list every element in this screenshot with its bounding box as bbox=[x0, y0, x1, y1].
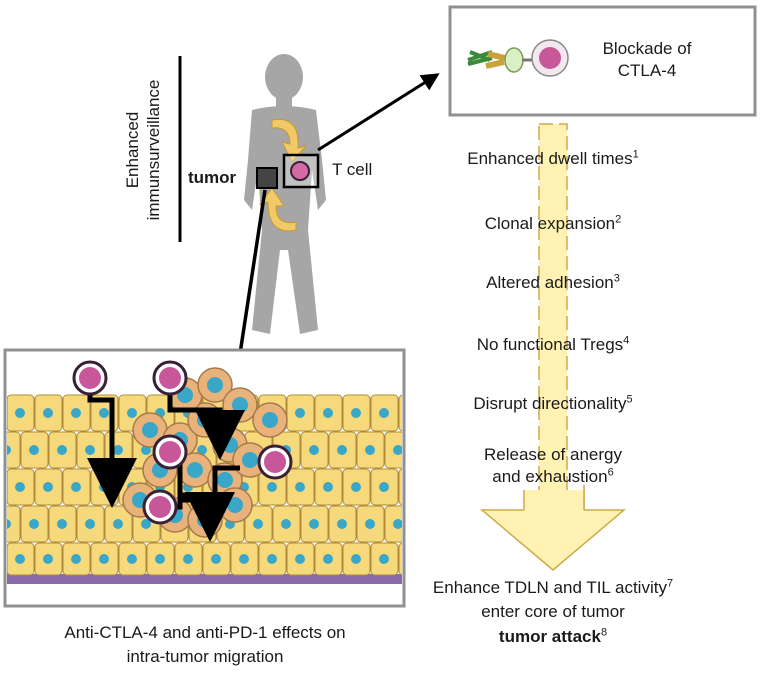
effects-arrow bbox=[479, 123, 627, 571]
tissue-caption: Anti-CTLA-4 and anti-PD-1 effects on int… bbox=[0, 621, 410, 669]
outcome-line1-ref: 7 bbox=[666, 577, 674, 590]
effect-ref: 6 bbox=[607, 466, 614, 479]
effect-item: Release of anergy bbox=[403, 445, 703, 465]
outcome-line1: Enhance TDLN and TIL activity7 bbox=[383, 578, 723, 598]
effect-item: Enhanced dwell times1 bbox=[403, 149, 703, 169]
vertical-label: Enhanced immunsurveillance bbox=[122, 55, 164, 245]
blockade-title: Blockade of CTLA-4 bbox=[572, 38, 722, 82]
outcome-line1-text: Enhance TDLN and TIL activity bbox=[432, 578, 667, 597]
effect-text: Clonal expansion bbox=[484, 214, 616, 233]
tcell-label: T cell bbox=[332, 160, 373, 179]
effect-text: Altered adhesion bbox=[486, 273, 614, 292]
tumor-marker bbox=[256, 167, 278, 189]
vertical-label-line1: Enhanced bbox=[123, 111, 142, 189]
tissue-illustration bbox=[7, 360, 402, 584]
effect-ref: 5 bbox=[626, 393, 633, 406]
vertical-label-line2: immunsurveillance bbox=[144, 79, 163, 221]
blockade-line1: Blockade of bbox=[602, 39, 692, 58]
tissue-caption-line1: Anti-CTLA-4 and anti-PD-1 effects on bbox=[64, 623, 346, 642]
outcome-line3: tumor attack8 bbox=[383, 627, 723, 647]
outcome-line3-ref: 8 bbox=[600, 626, 608, 639]
effect-item: Disrupt directionality5 bbox=[403, 394, 703, 414]
effect-ref: 1 bbox=[632, 148, 639, 161]
effect-item: No functional Tregs4 bbox=[403, 335, 703, 355]
effect-text: and exhaustion bbox=[492, 467, 608, 486]
arrow-to-tissue bbox=[227, 189, 267, 391]
blockade-line2: CTLA-4 bbox=[617, 61, 677, 80]
effect-item: Altered adhesion3 bbox=[403, 273, 703, 293]
circulation-arrows bbox=[258, 118, 308, 232]
effect-ref: 3 bbox=[613, 272, 620, 285]
effect-item: and exhaustion6 bbox=[403, 467, 703, 487]
outcome-line3-text: tumor attack bbox=[498, 627, 601, 646]
effect-item: Clonal expansion2 bbox=[403, 214, 703, 234]
effect-text: Enhanced dwell times bbox=[467, 149, 633, 168]
effect-ref: 4 bbox=[623, 334, 630, 347]
effect-text: Release of anergy bbox=[484, 445, 622, 464]
effect-ref: 2 bbox=[615, 213, 622, 226]
outcome-line2: enter core of tumor bbox=[481, 602, 625, 621]
effect-text: No functional Tregs bbox=[476, 335, 624, 354]
tissue-caption-line2: intra-tumor migration bbox=[126, 647, 284, 666]
antibody-icon bbox=[467, 39, 569, 77]
effect-text: Disrupt directionality bbox=[473, 394, 627, 413]
human-silhouette bbox=[244, 54, 326, 334]
arrow-to-blockade bbox=[317, 73, 440, 152]
tumor-label: tumor bbox=[188, 168, 237, 187]
